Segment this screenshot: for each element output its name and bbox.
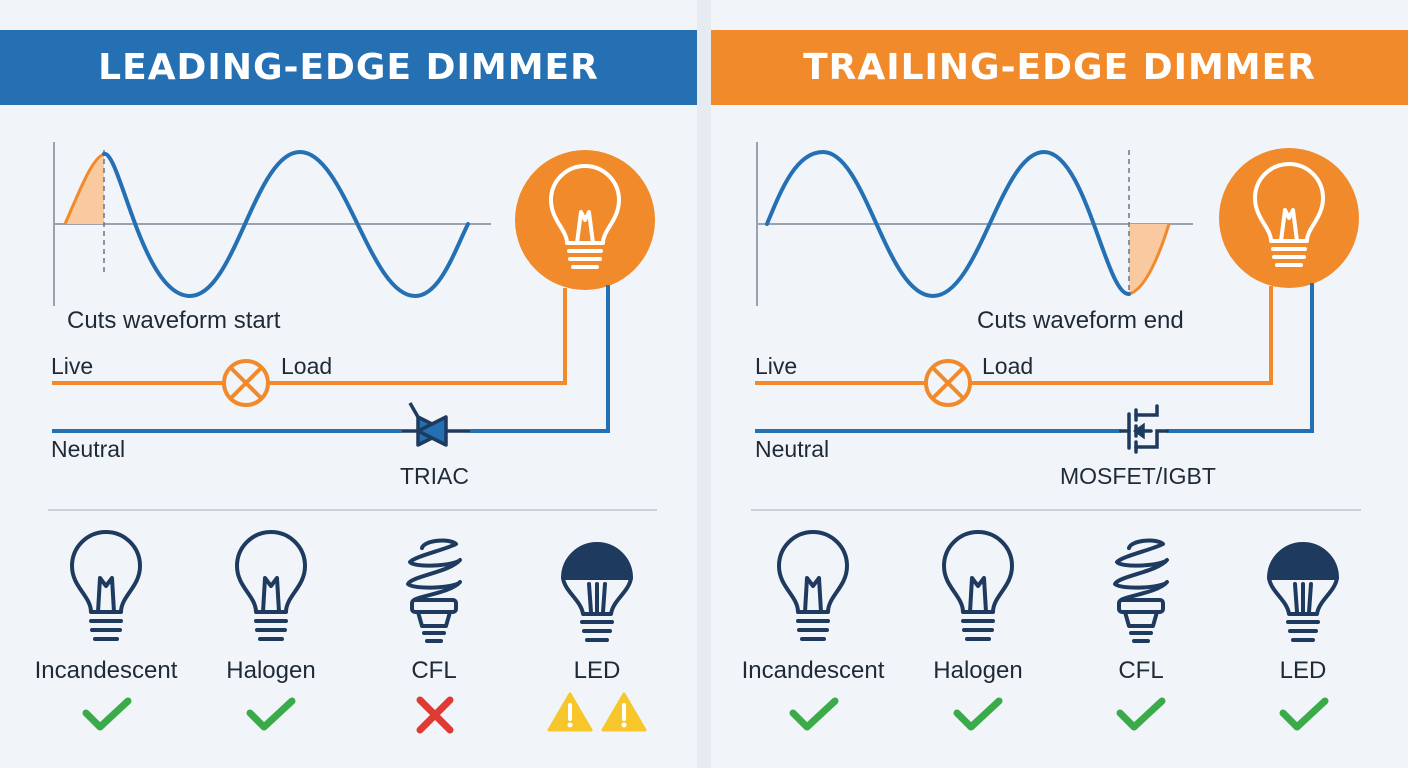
incandescent-bulb-icon — [777, 530, 849, 641]
bulb-name: LED — [1279, 657, 1327, 684]
cut-region-edge — [63, 152, 105, 225]
check-icon — [953, 697, 1003, 731]
bulb-name: CFL — [1118, 657, 1164, 684]
bulb-name: LED — [573, 657, 621, 684]
lamp-bulb-icon — [549, 164, 621, 269]
load-symbol-icon — [924, 359, 972, 407]
halogen-bulb-icon — [235, 530, 307, 641]
warning-icon — [601, 692, 647, 732]
led-bulb-icon — [1267, 542, 1339, 642]
bulb-name: CFL — [411, 657, 457, 684]
device-label: TRIAC — [400, 463, 469, 489]
device-label: MOSFET/IGBT — [1060, 463, 1216, 489]
cross-icon — [416, 696, 454, 734]
bulb-name: Incandescent — [741, 657, 885, 684]
mosfet-symbol-icon — [1119, 404, 1169, 454]
load-label: Load — [281, 353, 333, 379]
check-icon — [1116, 697, 1166, 731]
sine-waveform — [765, 149, 1131, 299]
neutral-label: Neutral — [755, 436, 830, 462]
waveform-caption: Cuts waveform start — [67, 307, 281, 334]
cut-region-shade — [1129, 224, 1169, 294]
leading-edge-title: LEADING-EDGE DIMMER — [0, 30, 697, 105]
live-wire — [52, 288, 567, 385]
led-bulb-icon — [561, 542, 633, 642]
lamp-bulb-icon — [1253, 162, 1325, 267]
cfl-bulb-icon — [406, 538, 462, 643]
bulb-name: Halogen — [226, 657, 316, 684]
live-label: Live — [51, 353, 94, 379]
waveform-caption: Cuts waveform end — [977, 307, 1184, 334]
load-label: Load — [982, 353, 1034, 379]
incandescent-bulb-icon — [70, 530, 142, 641]
check-icon — [82, 697, 132, 731]
neutral-label: Neutral — [51, 436, 126, 462]
trailing-edge-diagram — [751, 142, 1361, 731]
warning-icon — [547, 692, 593, 732]
leading-edge-panel: LEADING-EDGE DIMMER — [0, 0, 697, 768]
trailing-edge-title: TRAILING-EDGE DIMMER — [711, 30, 1408, 105]
live-label: Live — [755, 353, 798, 379]
check-icon — [246, 697, 296, 731]
cut-region-edge — [1128, 223, 1171, 296]
check-icon — [1279, 697, 1329, 731]
check-icon — [789, 697, 839, 731]
leading-edge-diagram — [48, 142, 657, 734]
sine-waveform — [102, 149, 470, 299]
load-symbol-icon — [222, 359, 270, 407]
cfl-bulb-icon — [1113, 538, 1169, 643]
neutral-wire — [52, 285, 610, 433]
triac-symbol-icon — [402, 402, 470, 447]
halogen-bulb-icon — [942, 530, 1014, 641]
cut-region-shade — [65, 154, 104, 224]
bulb-name: Incandescent — [34, 657, 178, 684]
bulb-name: Halogen — [933, 657, 1023, 684]
trailing-edge-panel: TRAILING-EDGE DIMMER — [711, 0, 1408, 768]
neutral-wire — [755, 283, 1314, 433]
live-wire — [755, 286, 1273, 385]
